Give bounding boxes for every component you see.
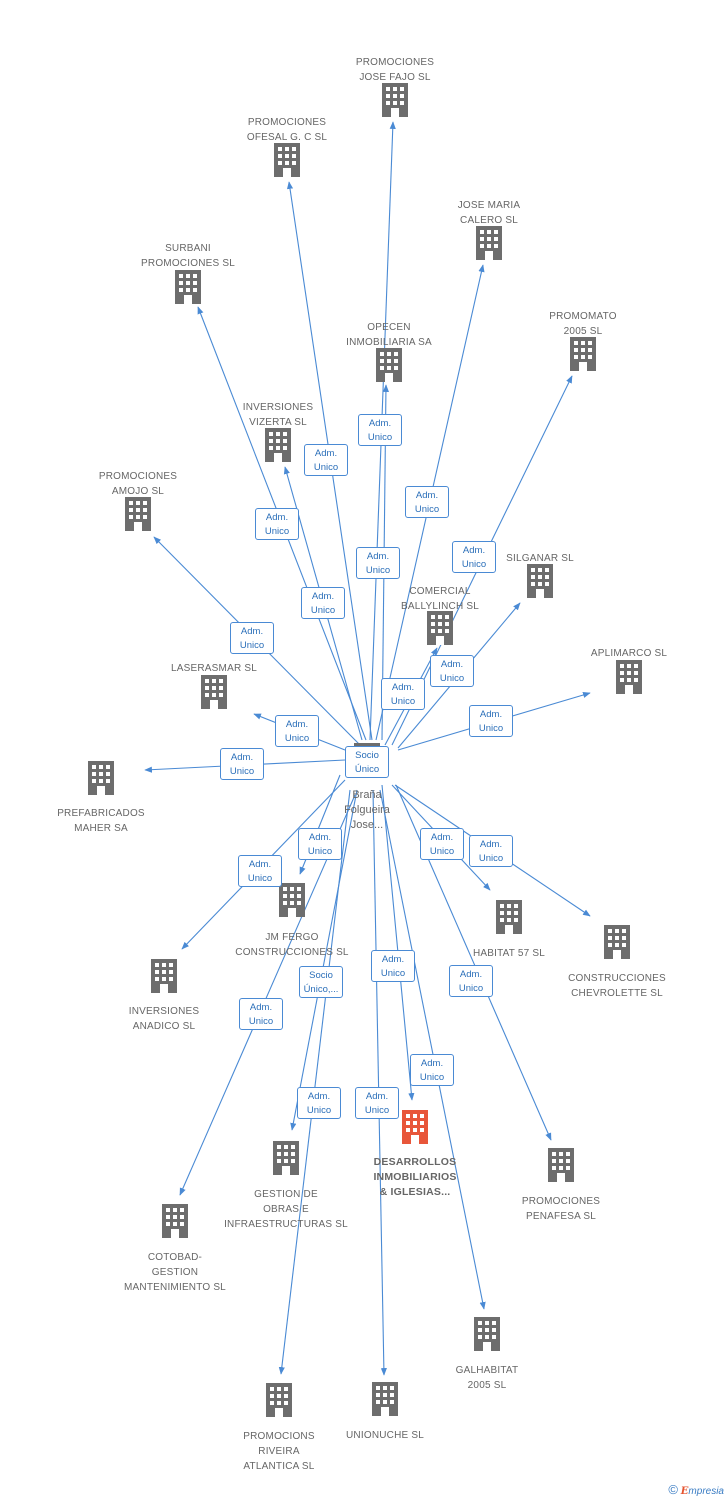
company-label-galhabitat[interactable]: GALHABITAT 2005 SL <box>455 1365 519 1391</box>
edge-role-label-gestion[interactable]: Socio Único,... <box>299 966 343 998</box>
company-gestion-building-icon[interactable] <box>273 1141 299 1175</box>
company-label-vizerta[interactable]: INVERSIONES VIZERTA SL <box>242 402 314 428</box>
company-label-amojo[interactable]: PROMOCIONES AMOJO SL <box>98 471 178 497</box>
edge-role-label-vizerta[interactable]: Adm. Unico <box>301 587 345 619</box>
edge-role-label-ballylinch[interactable]: Adm. Unico <box>381 678 425 710</box>
edge-role-label-maher[interactable]: Adm. Unico <box>220 748 264 780</box>
company-label-aplimarco[interactable]: APLIMARCO SL <box>590 648 668 659</box>
relation-arrow-riveira <box>278 789 351 1375</box>
company-anadico-building-icon[interactable] <box>151 959 177 993</box>
relation-arrow-gestion <box>290 789 358 1131</box>
edge-role-label-habitat57[interactable]: Adm. Unico <box>420 828 464 860</box>
company-label-riveira[interactable]: PROMOCIONS RIVEIRA ATLANTICA SL <box>243 1431 315 1472</box>
company-label-opecen[interactable]: OPECEN INMOBILIARIA SA <box>346 322 432 348</box>
edge-role-label-calero[interactable]: Adm. Unico <box>405 486 449 518</box>
company-label-desarrollos[interactable]: DESARROLLOS INMOBILIARIOS & IGLESIAS... <box>373 1156 457 1198</box>
focus-company-desarrollos-building-icon[interactable] <box>402 1110 428 1144</box>
company-habitat57-building-icon[interactable] <box>496 900 522 934</box>
edge-role-label-riveira[interactable]: Adm. Unico <box>297 1087 341 1119</box>
edge-role-label-laserasmar[interactable]: Adm. Unico <box>275 715 319 747</box>
company-laserasmar-building-icon[interactable] <box>201 675 227 709</box>
edge-role-label-cotobad[interactable]: Adm. Unico <box>239 998 283 1030</box>
edge-role-label-unionuche[interactable]: Adm. Unico <box>355 1087 399 1119</box>
empresia-brand[interactable]: © Empresia <box>668 1482 724 1497</box>
edge-role-label-jmfergo[interactable]: Adm. Unico <box>298 828 342 860</box>
edge-role-label-josefajo[interactable]: Adm. Unico <box>358 414 402 446</box>
center-person-name[interactable]: Braña Folgueira Jose... <box>344 789 390 831</box>
company-ofesal-building-icon[interactable] <box>274 143 300 177</box>
company-label-ofesal[interactable]: PROMOCIONES OFESAL G. C SL <box>246 117 328 143</box>
company-chevrolette-building-icon[interactable] <box>604 925 630 959</box>
company-label-gestion[interactable]: GESTION DE OBRAS E INFRAESTRUCTURAS SL <box>224 1189 348 1230</box>
edge-role-label-penafesa[interactable]: Adm. Unico <box>449 965 493 997</box>
company-calero-building-icon[interactable] <box>476 226 502 260</box>
company-label-calero[interactable]: JOSE MARIA CALERO SL <box>457 200 521 226</box>
company-label-penafesa[interactable]: PROMOCIONES PENAFESA SL <box>521 1196 601 1222</box>
edge-role-label-galhabitat[interactable]: Adm. Unico <box>410 1054 454 1086</box>
company-label-anadico[interactable]: INVERSIONES ANADICO SL <box>128 1006 200 1032</box>
company-maher-building-icon[interactable] <box>88 761 114 795</box>
company-label-josefajo[interactable]: PROMOCIONES JOSE FAJO SL <box>355 57 435 83</box>
edge-role-label-amojo[interactable]: Adm. Unico <box>230 622 274 654</box>
company-aplimarco-building-icon[interactable] <box>616 660 642 694</box>
company-surbani-building-icon[interactable] <box>175 270 201 304</box>
company-opecen-building-icon[interactable] <box>376 348 402 382</box>
company-label-habitat57[interactable]: HABITAT 57 SL <box>472 948 546 959</box>
company-amojo-building-icon[interactable] <box>125 497 151 531</box>
edge-role-label-desarrollos[interactable]: Adm. Unico <box>371 950 415 982</box>
company-riveira-building-icon[interactable] <box>266 1383 292 1417</box>
company-label-cotobad[interactable]: COTOBAD- GESTION MANTENIMIENTO SL <box>124 1252 226 1293</box>
company-jmfergo-building-icon[interactable] <box>279 883 305 917</box>
company-unionuche-building-icon[interactable] <box>372 1382 398 1416</box>
company-promomato-building-icon[interactable] <box>570 337 596 371</box>
center-role-label[interactable]: Socio Único <box>345 746 389 778</box>
edge-role-label-surbani[interactable]: Adm. Unico <box>255 508 299 540</box>
company-ballylinch-building-icon[interactable] <box>427 611 453 645</box>
relation-arrow-unionuche <box>372 789 387 1376</box>
company-label-unionuche[interactable]: UNIONUCHE SL <box>346 1430 424 1441</box>
edge-role-label-anadico[interactable]: Adm. Unico <box>238 855 282 887</box>
company-silganar-building-icon[interactable] <box>527 564 553 598</box>
company-cotobad-building-icon[interactable] <box>162 1204 188 1238</box>
edge-role-label-silganar[interactable]: Adm. Unico <box>430 655 474 687</box>
empresia-logo-text: mpresia <box>688 1486 724 1497</box>
company-label-silganar[interactable]: SILGANAR SL <box>506 553 574 564</box>
company-label-jmfergo[interactable]: JM FERGO CONSTRUCCIONES SL <box>235 932 349 958</box>
company-josefajo-building-icon[interactable] <box>382 83 408 117</box>
company-label-maher[interactable]: PREFABRICADOS MAHER SA <box>57 808 145 834</box>
company-label-promomato[interactable]: PROMOMATO 2005 SL <box>549 311 617 337</box>
company-penafesa-building-icon[interactable] <box>548 1148 574 1182</box>
edge-role-label-ofesal[interactable]: Adm. Unico <box>304 444 348 476</box>
edge-role-label-promomato[interactable]: Adm. Unico <box>452 541 496 573</box>
company-label-chevrolette[interactable]: CONSTRUCCIONES CHEVROLETTE SL <box>568 973 666 999</box>
empresia-logo-initial: E <box>680 1486 689 1497</box>
company-galhabitat-building-icon[interactable] <box>474 1317 500 1351</box>
edge-role-label-opecen[interactable]: Adm. Unico <box>356 547 400 579</box>
company-label-ballylinch[interactable]: COMERCIAL BALLYLINCH SL <box>400 586 479 612</box>
relation-arrow-desarrollos <box>381 784 415 1101</box>
edge-role-label-aplimarco[interactable]: Adm. Unico <box>469 705 513 737</box>
edge-role-label-chevrolette[interactable]: Adm. Unico <box>469 835 513 867</box>
copyright-symbol: © <box>668 1482 679 1497</box>
relation-arrow-galhabitat <box>379 789 486 1310</box>
company-vizerta-building-icon[interactable] <box>265 428 291 462</box>
company-label-laserasmar[interactable]: LASERASMAR SL <box>171 663 257 674</box>
relation-arrow-cotobad <box>179 794 356 1196</box>
company-label-surbani[interactable]: SURBANI PROMOCIONES SL <box>141 243 235 269</box>
